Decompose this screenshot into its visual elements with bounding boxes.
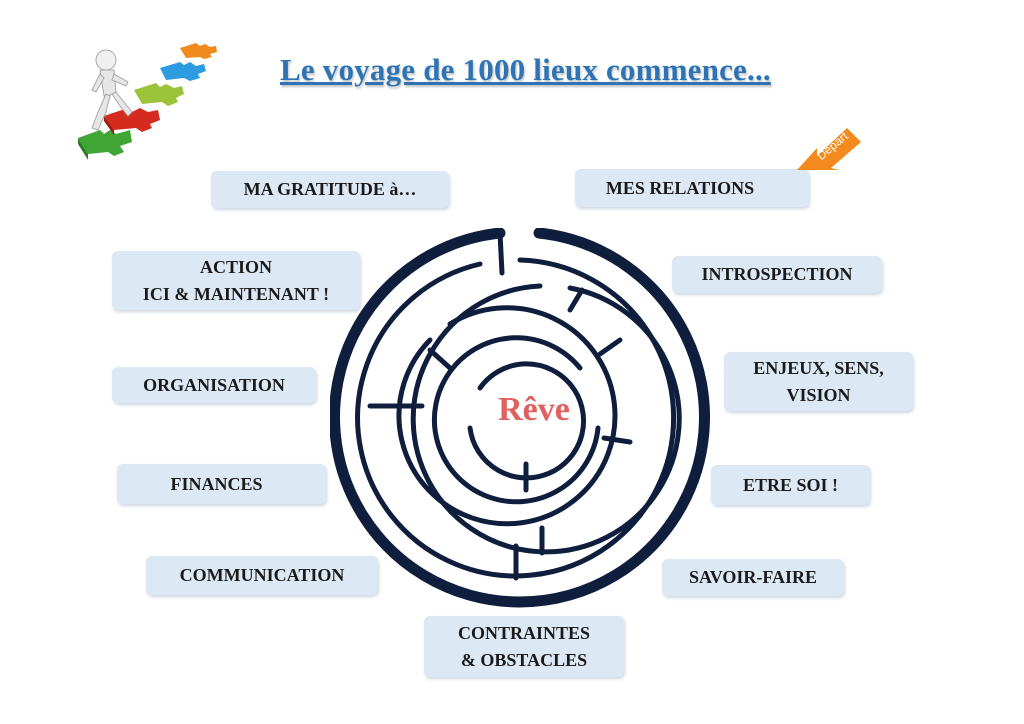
maze-radial-8	[601, 435, 633, 445]
page-title: Le voyage de 1000 lieux commence...	[280, 52, 771, 87]
maze-ring-5	[431, 335, 601, 505]
box-etre-soi-line-1: ETRE SOI !	[742, 474, 839, 495]
box-finances: FINANCES	[117, 464, 326, 504]
green-puzzle-piece	[78, 130, 132, 160]
red-puzzle-piece	[104, 108, 160, 135]
box-finances-line-1: FINANCES	[170, 473, 263, 494]
box-action-line-1: ACTION	[199, 256, 272, 277]
maze-outer-wall	[330, 228, 710, 608]
box-gratitude: MA GRATITUDE à…	[211, 171, 449, 208]
maze-ring-6	[467, 361, 587, 481]
box-contraintes-line-2: & OBSTACLES	[460, 649, 588, 670]
maze-radial-2	[567, 287, 585, 313]
box-savoir-faire-line-1: SAVOIR-FAIRE	[689, 567, 817, 587]
maze-center-label: Rêve	[498, 391, 570, 428]
box-enjeux: ENJEUX, SENS, VISION	[724, 352, 913, 411]
box-gratitude-line-1: MA GRATITUDE à…	[243, 179, 417, 199]
circular-maze: Rêve	[330, 228, 710, 608]
box-action-line-2: ICI & MAINTENANT !	[142, 283, 330, 304]
start-arrow-icon: Départ	[797, 128, 861, 170]
box-relations: MES RELATIONS	[575, 169, 809, 207]
box-relations-line-1: MES RELATIONS	[605, 177, 755, 198]
box-enjeux-line-1: ENJEUX, SENS,	[753, 357, 884, 378]
box-enjeux-line-2: VISION	[786, 384, 851, 405]
blue-puzzle-piece	[160, 62, 206, 81]
maze-ring-4	[396, 305, 618, 527]
box-action: ACTION ICI & MAINTENANT !	[112, 251, 360, 310]
box-contraintes: CONTRAINTES & OBSTACLES	[424, 616, 624, 677]
box-organisation: ORGANISATION	[112, 367, 316, 403]
climbing-figure	[91, 49, 133, 131]
maze-radial-5	[427, 347, 453, 371]
box-introspection: INTROSPECTION	[672, 256, 882, 293]
box-etre-soi: ETRE SOI !	[711, 465, 870, 505]
yellow-green-puzzle-piece	[134, 83, 184, 106]
box-organisation-line-1: ORGANISATION	[143, 374, 285, 395]
maze-radial-1	[497, 230, 505, 276]
box-contraintes-line-1: CONTRAINTES	[457, 622, 591, 643]
orange-puzzle-piece	[180, 43, 217, 59]
puzzle-steps-climber-icon	[78, 43, 217, 160]
maze-ring-3	[410, 283, 682, 555]
box-savoir-faire: SAVOIR-FAIRE	[662, 559, 844, 596]
box-introspection-line-1: INTROSPECTION	[701, 264, 853, 284]
box-communication-line-1: COMMUNICATION	[179, 565, 345, 585]
box-communication: COMMUNICATION	[146, 556, 378, 595]
maze-radial-3	[597, 337, 623, 357]
